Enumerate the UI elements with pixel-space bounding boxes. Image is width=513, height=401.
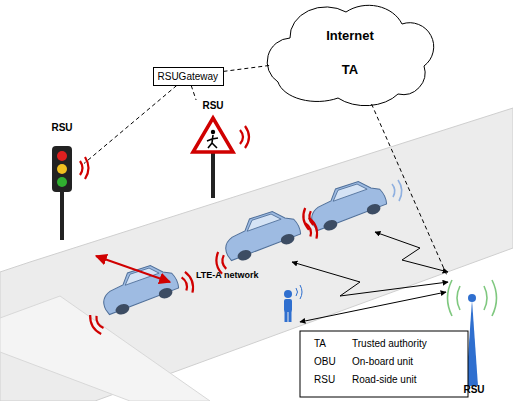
node-text: Internet — [326, 28, 374, 43]
pedestrian — [284, 290, 292, 322]
cross-road — [0, 296, 210, 401]
rsu-node: RSU — [446, 276, 502, 398]
v2i-link — [96, 256, 170, 282]
pole — [211, 150, 215, 198]
dashed-link — [84, 86, 177, 164]
gateway-box: RSUGateway — [153, 67, 224, 86]
lte-link — [292, 262, 448, 296]
node-text: TA — [342, 62, 358, 77]
car-obu — [219, 205, 304, 265]
lte-link — [300, 292, 446, 322]
warning-sign — [193, 118, 233, 152]
pole — [60, 190, 64, 240]
dashed-link — [224, 65, 273, 71]
node-text: RSUGateway — [158, 71, 219, 82]
node-text: RSU — [463, 384, 484, 395]
main-road — [0, 108, 513, 401]
node-text: RSU — [202, 100, 223, 111]
car-obu — [305, 175, 390, 235]
car-obu — [97, 259, 182, 319]
network-label: LTE-A network — [196, 270, 259, 280]
abbreviation-box — [300, 331, 468, 397]
abbreviation: RSU — [314, 374, 335, 385]
node-text: RSU — [51, 122, 72, 133]
traffic-light — [52, 146, 72, 192]
dashed-link — [191, 86, 196, 101]
rsu-node: RSU — [190, 100, 236, 200]
definition: Trusted authority — [352, 338, 427, 349]
rsu-node: RSU — [40, 122, 84, 242]
abbreviation: TA — [314, 338, 326, 349]
definition: On-board unit — [352, 356, 413, 367]
definition: Road-side unit — [352, 374, 416, 385]
dashed-link — [372, 104, 448, 276]
abbreviation: OBU — [314, 356, 336, 367]
internet-cloud — [267, 5, 433, 105]
cloud-node: InternetTA — [272, 6, 428, 104]
